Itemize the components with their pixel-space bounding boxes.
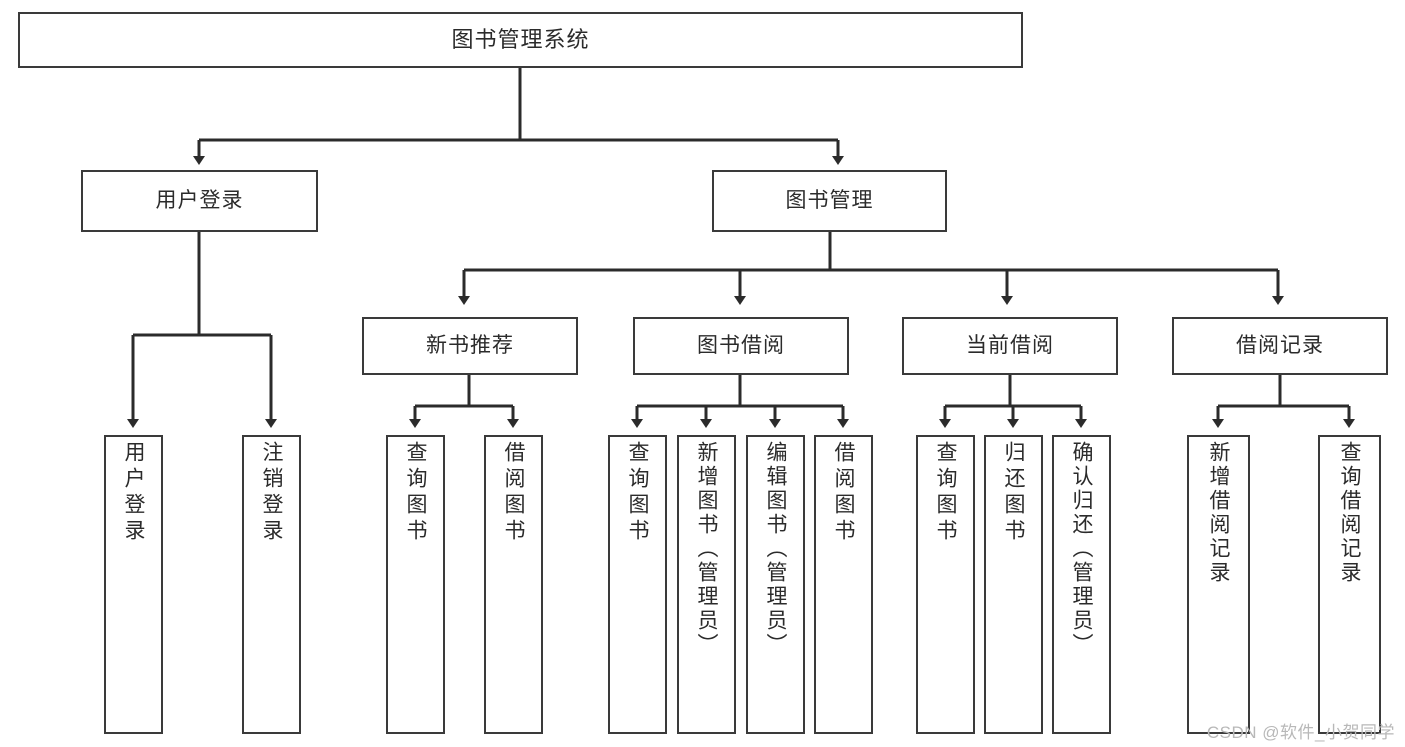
leaf-recommend-query-book-label: 查询图书 xyxy=(404,441,427,545)
leaf-user-login[interactable]: 用户登录 xyxy=(104,435,163,734)
leaf-user-logout-label: 注销登录 xyxy=(260,441,283,545)
leaf-recommend-borrow-book[interactable]: 借阅图书 xyxy=(484,435,543,734)
leaf-borrow-borrow-book-label: 借阅图书 xyxy=(832,441,855,545)
node-user-login-label: 用户登录 xyxy=(155,188,244,212)
leaf-borrow-query-book[interactable]: 查询图书 xyxy=(608,435,667,734)
csdn-watermark: CSDN @软件_小贺同学 xyxy=(1206,723,1395,742)
node-root[interactable]: 图书管理系统 xyxy=(18,12,1023,68)
leaf-borrow-add-book-admin-label: 新增图书（管理员） xyxy=(695,441,718,657)
node-borrow-record[interactable]: 借阅记录 xyxy=(1172,317,1388,375)
leaf-record-query-label: 查询借阅记录 xyxy=(1338,441,1361,585)
leaf-current-query-book[interactable]: 查询图书 xyxy=(916,435,975,734)
leaf-borrow-edit-book-admin[interactable]: 编辑图书（管理员） xyxy=(746,435,805,734)
node-book-management-label: 图书管理 xyxy=(785,188,874,212)
node-borrow-record-label: 借阅记录 xyxy=(1236,333,1324,357)
leaf-recommend-query-book[interactable]: 查询图书 xyxy=(386,435,445,734)
node-new-book-recommend-label: 新书推荐 xyxy=(426,333,514,357)
leaf-borrow-add-book-admin[interactable]: 新增图书（管理员） xyxy=(677,435,736,734)
leaf-user-logout[interactable]: 注销登录 xyxy=(242,435,301,734)
node-new-book-recommend[interactable]: 新书推荐 xyxy=(362,317,578,375)
leaf-current-return-book-label: 归还图书 xyxy=(1002,441,1025,545)
leaf-current-return-book[interactable]: 归还图书 xyxy=(984,435,1043,734)
node-book-borrow[interactable]: 图书借阅 xyxy=(633,317,849,375)
leaf-current-confirm-return-admin-label: 确认归还（管理员） xyxy=(1070,441,1093,657)
node-user-login[interactable]: 用户登录 xyxy=(81,170,318,232)
leaf-borrow-borrow-book[interactable]: 借阅图书 xyxy=(814,435,873,734)
node-book-borrow-label: 图书借阅 xyxy=(697,333,785,357)
leaf-borrow-edit-book-admin-label: 编辑图书（管理员） xyxy=(764,441,787,657)
node-current-borrow[interactable]: 当前借阅 xyxy=(902,317,1118,375)
node-book-management[interactable]: 图书管理 xyxy=(712,170,947,232)
leaf-recommend-borrow-book-label: 借阅图书 xyxy=(502,441,525,545)
leaf-current-confirm-return-admin[interactable]: 确认归还（管理员） xyxy=(1052,435,1111,734)
leaf-record-add[interactable]: 新增借阅记录 xyxy=(1187,435,1250,734)
node-root-label: 图书管理系统 xyxy=(451,27,590,53)
leaf-user-login-label: 用户登录 xyxy=(122,441,145,545)
leaf-current-query-book-label: 查询图书 xyxy=(934,441,957,545)
leaf-record-add-label: 新增借阅记录 xyxy=(1207,441,1230,585)
node-current-borrow-label: 当前借阅 xyxy=(966,333,1054,357)
leaf-record-query[interactable]: 查询借阅记录 xyxy=(1318,435,1381,734)
leaf-borrow-query-book-label: 查询图书 xyxy=(626,441,649,545)
